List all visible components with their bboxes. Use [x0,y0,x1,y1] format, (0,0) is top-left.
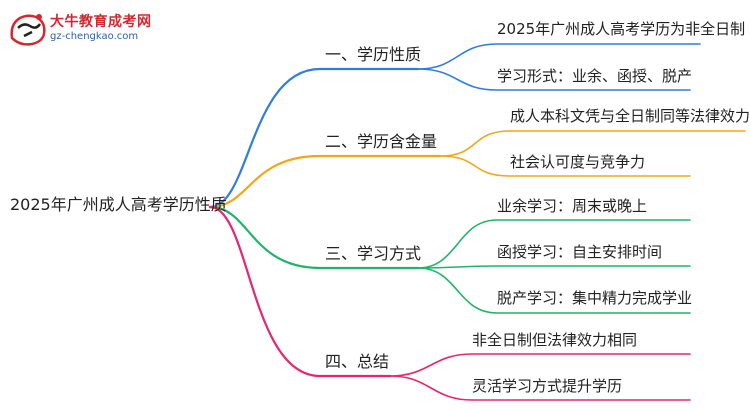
branch-4-leaf-2-connector [389,375,691,401]
branch-1-connector [208,67,420,209]
branch-1-leaf-2: 学习形式：业余、函授、脱产 [497,67,693,85]
branch-2-leaf-1: 成人本科文凭与全日制同等法律效力 [510,107,750,125]
logo: 大牛教育成考网 gz-chengkao.com [6,8,166,48]
branch-3-connector [208,205,420,270]
branch-1-leaf-1: 2025年广州成人高考学历为非全日制 [497,20,746,38]
branch-3-leaf-1: 业余学习：周末或晚上 [497,197,648,215]
branch-2-leaf-1-connector [439,130,746,157]
branch-4-leaf-2: 灵活学习方式提升学历 [472,377,623,395]
branch-3-leaf-2: 函授学习：自主安排时间 [497,243,663,261]
branch-3-leaf-1-connector [417,219,691,269]
branch-3-label: 三、学习方式 [325,244,422,263]
branch-3-leaf-3: 脱产学习：集中精力完成学业 [497,289,693,307]
branch-1-leaf-1-connector [417,43,701,70]
branch-3-leaf-3-connector [417,267,691,314]
ox-logo-icon [10,14,46,46]
branch-1-leaf-2-connector [417,68,691,91]
logo-url: gz-chengkao.com [50,31,139,42]
branch-2-label: 二、学历含金量 [325,132,438,151]
branch-1-label: 一、学历性质 [325,45,422,64]
branch-4-leaf-1: 非全日制但法律效力相同 [472,331,638,349]
logo-name: 大牛教育成考网 [50,14,152,30]
branch-4-label: 四、总结 [325,352,390,371]
branch-2-leaf-2: 社会认可度与竞争力 [510,153,646,171]
root-topic: 2025年广州成人高考学历性质 [10,195,227,214]
branch-4-leaf-1-connector [389,353,691,377]
branch-2-connector [208,154,442,209]
branch-4-connector [208,205,392,378]
branch-2-leaf-2-connector [439,155,691,177]
branch-3-leaf-2-connector [417,265,691,269]
